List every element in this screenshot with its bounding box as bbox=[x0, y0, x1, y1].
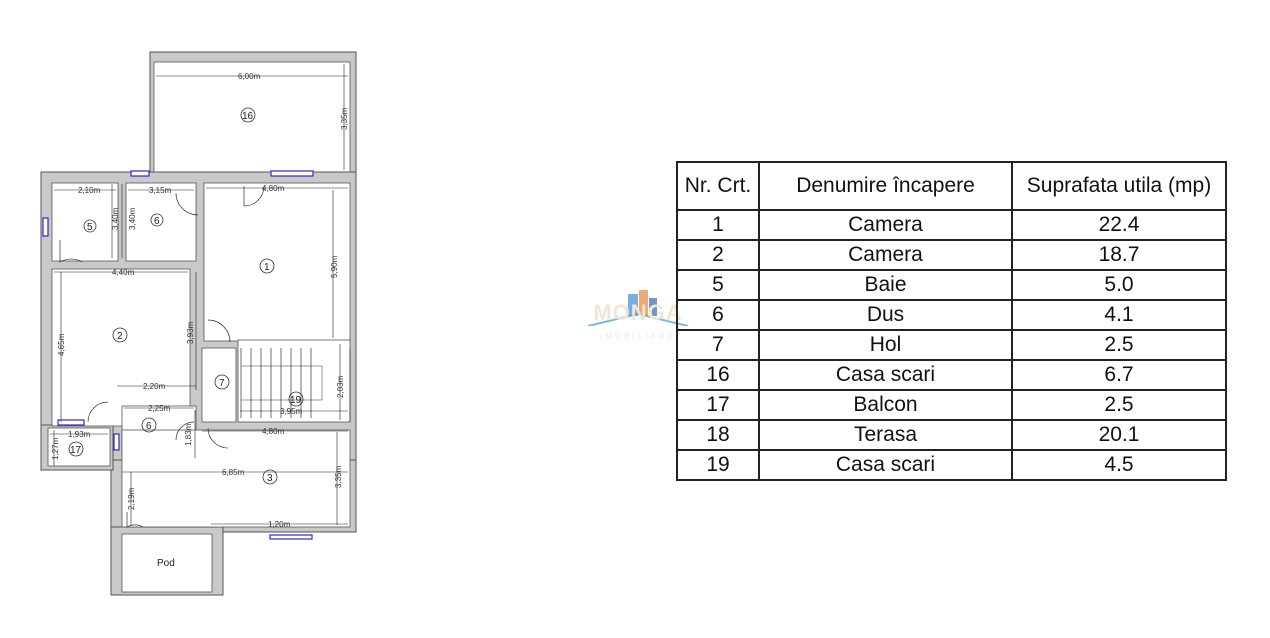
room-3 bbox=[121, 429, 351, 528]
cell-nr: 7 bbox=[676, 329, 760, 361]
table-header-row: Nr. Crt. Denumire încapere Suprafata uti… bbox=[676, 161, 1227, 211]
svg-text:4,40m: 4,40m bbox=[112, 268, 135, 277]
header-area: Suprafata utila (mp) bbox=[1011, 161, 1227, 211]
svg-text:3,93m: 3,93m bbox=[186, 321, 195, 344]
room-17 bbox=[47, 427, 111, 467]
cell-nr: 18 bbox=[676, 419, 760, 451]
cell-area: 4.1 bbox=[1011, 299, 1227, 331]
header-nr: Nr. Crt. bbox=[676, 161, 760, 211]
watermark-sub: IMOBILIARE bbox=[600, 332, 676, 341]
windows bbox=[42, 170, 314, 540]
cell-name: Baie bbox=[758, 269, 1013, 301]
svg-text:4,80m: 4,80m bbox=[262, 427, 285, 436]
cell-name: Hol bbox=[758, 329, 1013, 361]
svg-text:1: 1 bbox=[264, 262, 270, 273]
room-7 bbox=[201, 347, 237, 423]
cell-nr: 16 bbox=[676, 359, 760, 391]
svg-text:4,80m: 4,80m bbox=[262, 184, 285, 193]
svg-text:2,19m: 2,19m bbox=[127, 487, 136, 510]
svg-text:16: 16 bbox=[242, 111, 254, 122]
pod-label: Pod bbox=[157, 558, 175, 569]
cell-area: 20.1 bbox=[1011, 419, 1227, 451]
cell-nr: 17 bbox=[676, 389, 760, 421]
cell-area: 2.5 bbox=[1011, 389, 1227, 421]
svg-text:3,40m: 3,40m bbox=[111, 207, 120, 230]
cell-name: Camera bbox=[758, 209, 1013, 241]
cell-name: Casa scari bbox=[758, 449, 1013, 481]
stairs bbox=[240, 348, 351, 422]
room-area-table: Nr. Crt. Denumire încapere Suprafata uti… bbox=[676, 161, 1227, 481]
svg-text:2: 2 bbox=[117, 331, 123, 342]
cell-name: Terasa bbox=[758, 419, 1013, 451]
svg-text:5: 5 bbox=[87, 222, 93, 233]
room-pod bbox=[121, 533, 213, 593]
cell-nr: 19 bbox=[676, 449, 760, 481]
svg-text:17: 17 bbox=[70, 445, 82, 456]
svg-text:6: 6 bbox=[146, 421, 152, 432]
svg-text:3: 3 bbox=[267, 473, 273, 484]
svg-text:1,83m: 1,83m bbox=[184, 423, 193, 446]
svg-text:1,93m: 1,93m bbox=[68, 430, 91, 439]
watermark-brand: MONGA bbox=[593, 300, 683, 325]
cell-area: 6.7 bbox=[1011, 359, 1227, 391]
cell-nr: 5 bbox=[676, 269, 760, 301]
cell-name: Balcon bbox=[758, 389, 1013, 421]
svg-text:3,35m: 3,35m bbox=[334, 465, 343, 488]
svg-text:3,35m: 3,35m bbox=[340, 107, 349, 130]
cell-name: Casa scari bbox=[758, 359, 1013, 391]
cell-nr: 1 bbox=[676, 209, 760, 241]
room-interiors bbox=[47, 182, 351, 593]
svg-text:4,65m: 4,65m bbox=[57, 333, 66, 356]
room-5 bbox=[51, 182, 119, 262]
svg-text:5,90m: 5,90m bbox=[330, 255, 339, 278]
svg-text:2,10m: 2,10m bbox=[78, 186, 101, 195]
cell-nr: 6 bbox=[676, 299, 760, 331]
room-2 bbox=[51, 268, 191, 427]
svg-text:6,00m: 6,00m bbox=[238, 72, 261, 81]
room-16 bbox=[149, 51, 357, 177]
cell-area: 18.7 bbox=[1011, 239, 1227, 271]
svg-text:6,85m: 6,85m bbox=[222, 468, 245, 477]
svg-text:6: 6 bbox=[154, 216, 160, 227]
logo-icon bbox=[587, 290, 689, 326]
svg-text:7: 7 bbox=[219, 378, 225, 389]
svg-text:2,25m: 2,25m bbox=[148, 404, 171, 413]
cell-area: 4.5 bbox=[1011, 449, 1227, 481]
dimension-lines bbox=[50, 64, 348, 525]
svg-text:3,95m: 3,95m bbox=[280, 407, 303, 416]
cell-area: 2.5 bbox=[1011, 329, 1227, 361]
svg-text:1,27m: 1,27m bbox=[51, 437, 60, 460]
svg-text:3,40m: 3,40m bbox=[128, 207, 137, 230]
svg-text:2,03m: 2,03m bbox=[336, 375, 345, 398]
room-labels: 16 5 6 1 2 7 19 6 17 3 Pod bbox=[68, 107, 304, 569]
header-name: Denumire încapere bbox=[758, 161, 1013, 211]
svg-text:3,15m: 3,15m bbox=[149, 186, 172, 195]
room-19 bbox=[237, 339, 351, 423]
dimension-texts: 6,00m 3,35m 2,10m 3,15m 3,40m 3,40m 4,80… bbox=[51, 72, 349, 529]
brand-watermark: MONGA IMOBILIARE bbox=[582, 286, 694, 346]
cell-area: 5.0 bbox=[1011, 269, 1227, 301]
svg-text:19: 19 bbox=[290, 395, 302, 406]
cell-nr: 2 bbox=[676, 239, 760, 271]
cell-name: Dus bbox=[758, 299, 1013, 331]
floor-plan: 6,00m 3,35m 2,10m 3,15m 3,40m 3,40m 4,80… bbox=[40, 51, 357, 596]
svg-text:1,20m: 1,20m bbox=[268, 520, 291, 529]
room-6a bbox=[125, 182, 197, 262]
svg-text:2,20m: 2,20m bbox=[143, 382, 166, 391]
cell-area: 22.4 bbox=[1011, 209, 1227, 241]
cell-name: Camera bbox=[758, 239, 1013, 271]
